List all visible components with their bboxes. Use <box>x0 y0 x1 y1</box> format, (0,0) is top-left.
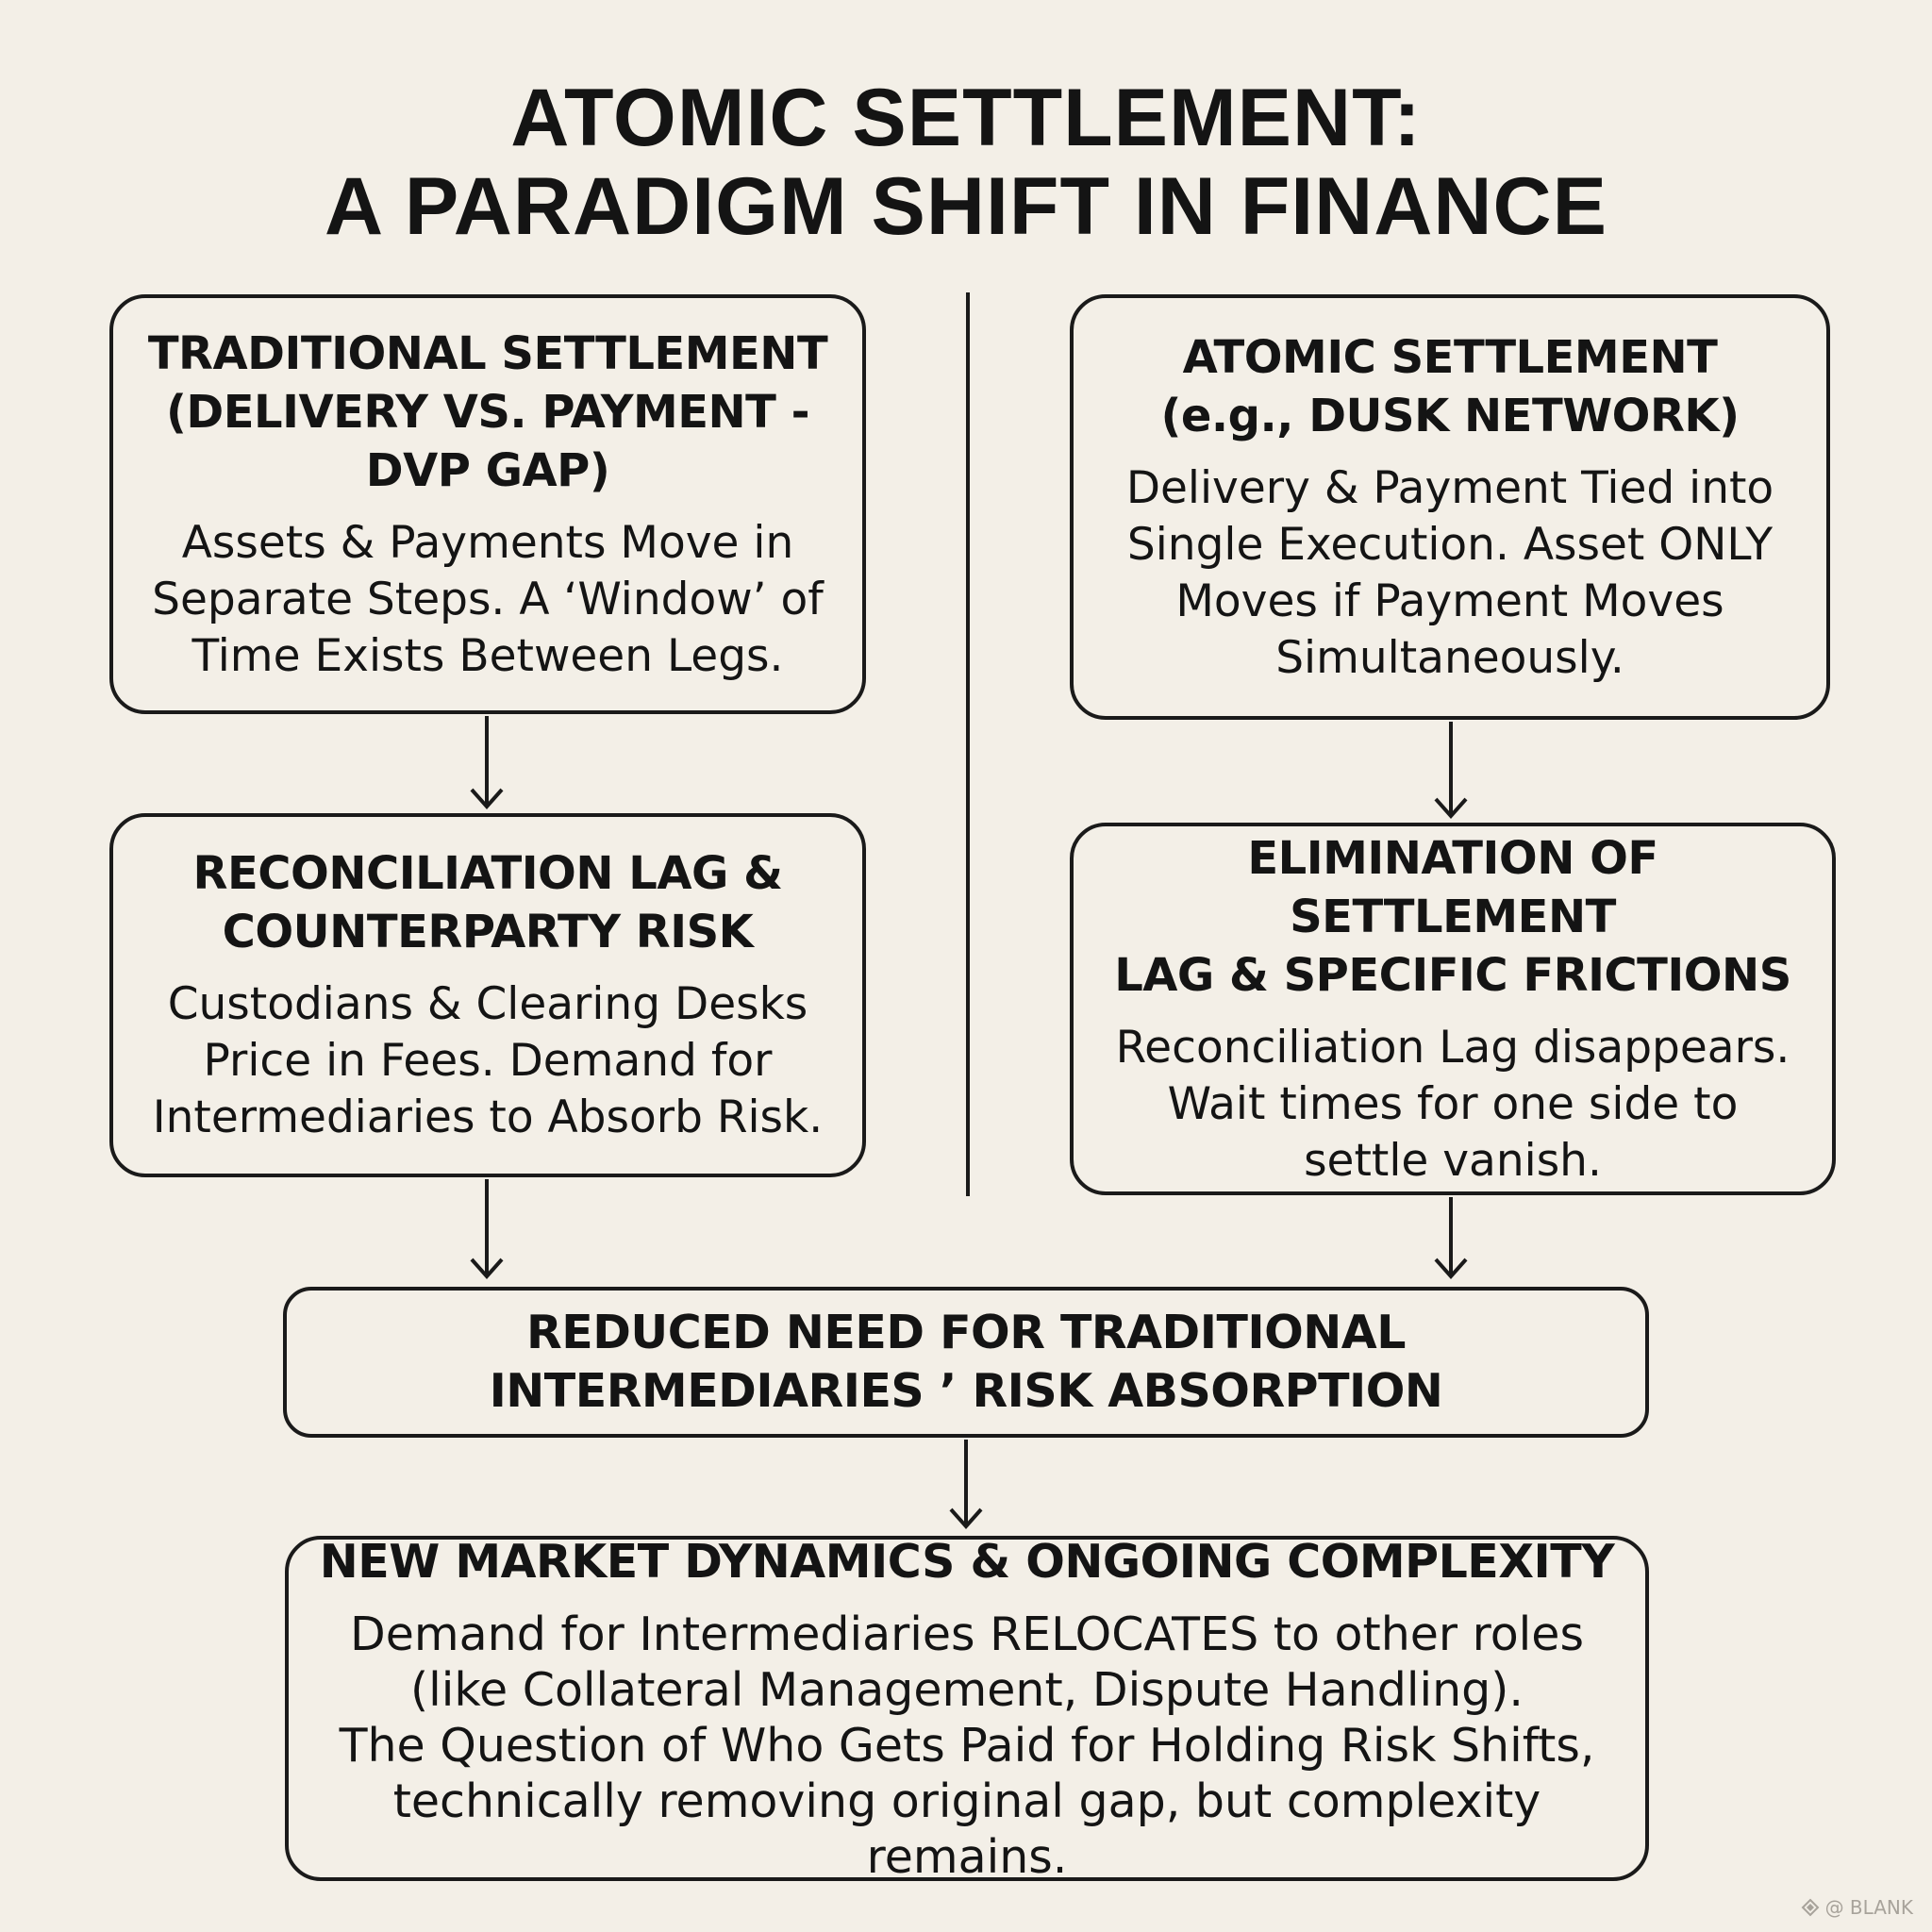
arrow-down-icon <box>1434 722 1468 820</box>
reconciliation-lag-box: RECONCILIATION LAG & COUNTERPARTY RISK C… <box>109 813 866 1177</box>
title-line-2: A PARADIGM SHIFT IN FINANCE <box>325 161 1607 252</box>
arrow-down-icon <box>470 716 504 810</box>
elimination-of-lag-box: ELIMINATION OF SETTLEMENT LAG & SPECIFIC… <box>1070 823 1836 1195</box>
reduced-need-box: REDUCED NEED FOR TRADITIONAL INTERMEDIAR… <box>283 1287 1649 1438</box>
watermark-text: @ BLANK <box>1824 1896 1913 1919</box>
atomic-settlement-title: ATOMIC SETTLEMENT (e.g., DUSK NETWORK) <box>1160 330 1740 442</box>
arrow-down-icon <box>1434 1197 1468 1280</box>
column-divider <box>966 292 970 1196</box>
new-market-dynamics-box: NEW MARKET DYNAMICS & ONGOING COMPLEXITY… <box>285 1534 1649 1884</box>
atomic-settlement-description: Delivery & Payment Tied into Single Exec… <box>1125 461 1774 684</box>
reconciliation-lag-title: RECONCILIATION LAG & COUNTERPARTY RISK <box>192 847 783 958</box>
new-market-dynamics-title: NEW MARKET DYNAMICS & ONGOING COMPLEXITY <box>319 1534 1615 1589</box>
new-market-dynamics-description: Demand for Intermediaries RELOCATES to o… <box>339 1607 1595 1884</box>
page-title: ATOMIC SETTLEMENT: A PARADIGM SHIFT IN F… <box>0 74 1932 251</box>
traditional-settlement-title: TRADITIONAL SETTLEMENT (DELIVERY VS. PAY… <box>147 326 828 497</box>
elimination-of-lag-description: Reconciliation Lag disappears. Wait time… <box>1115 1021 1790 1187</box>
arrow-down-icon <box>470 1179 504 1280</box>
reconciliation-lag-description: Custodians & Clearing Desks Price in Fee… <box>152 978 824 1143</box>
watermark-logo-icon <box>1801 1898 1819 1917</box>
arrow-down-icon <box>949 1440 983 1530</box>
watermark: @ BLANK <box>1801 1896 1913 1919</box>
traditional-settlement-box: TRADITIONAL SETTLEMENT (DELIVERY VS. PAY… <box>109 294 866 714</box>
title-line-1: ATOMIC SETTLEMENT: <box>510 73 1422 163</box>
atomic-settlement-box: ATOMIC SETTLEMENT (e.g., DUSK NETWORK) D… <box>1070 294 1830 720</box>
elimination-of-lag-title: ELIMINATION OF SETTLEMENT LAG & SPECIFIC… <box>1114 831 1791 1002</box>
traditional-settlement-description: Assets & Payments Move in Separate Steps… <box>152 516 824 682</box>
reduced-need-title: REDUCED NEED FOR TRADITIONAL INTERMEDIAR… <box>489 1306 1443 1418</box>
